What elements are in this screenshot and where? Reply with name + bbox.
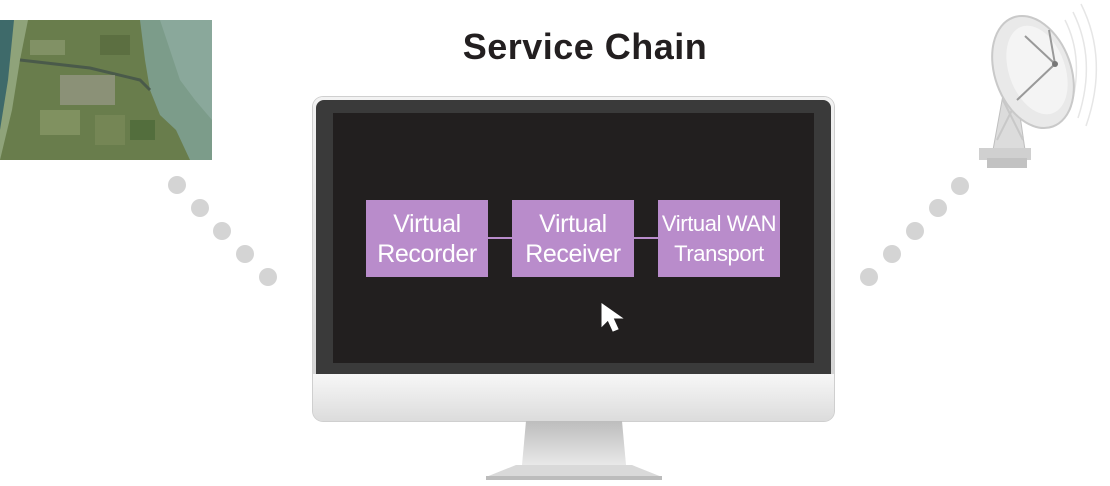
edge-recorder-receiver [488,237,512,239]
monitor-stand [486,421,662,480]
node-virtual-receiver: Virtual Receiver [512,200,634,277]
diagram-title: Service Chain [462,26,708,67]
cursor-icon [601,303,624,332]
edge-receiver-wan [634,237,658,239]
satellite-image [0,20,212,160]
satellite-dish-icon [965,0,1110,180]
monitor-chin [313,374,834,421]
node-virtual-wan-transport: Virtual WAN Transport [658,200,780,277]
node-virtual-recorder: Virtual Recorder [366,200,488,277]
